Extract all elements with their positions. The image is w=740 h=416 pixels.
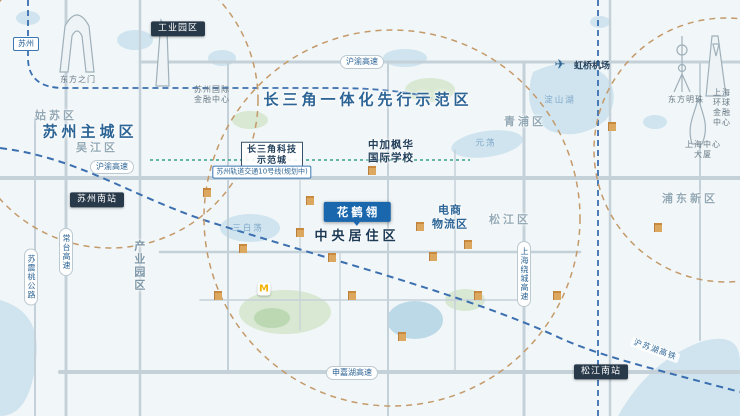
road-suzhentao-hwy-label: 苏震桃公路 [24,248,38,306]
building-marker-icon [296,228,304,237]
building-marker-icon [416,222,424,231]
road-shanghai-ring-expwy-label: 上海绕城高速 [517,241,531,307]
station-songjiang-south-label: 松江南站 [573,364,629,380]
building-marker-icon [368,166,376,175]
poi-oriental-pearl-label: 东方明珠 [668,95,704,104]
station-suzhou-label: 苏州 [13,37,39,51]
district-pudong-label: 浦东新区 [662,192,718,206]
building-marker-icon [203,188,211,197]
poi-suzhou-ifc-label: 苏州国际 金融中心 [194,85,230,104]
building-marker-icon [553,291,561,300]
district-qingpu-label: 青浦区 [504,115,546,129]
poi-school-label: 中加枫华 国际学校 [368,138,414,164]
water-yuandang-label: 元荡 [475,138,497,149]
rail-top [27,0,433,99]
building-marker-icon [654,223,662,232]
title-suzhou-main-city: 苏州主城区 [42,122,138,141]
rail-hu-su-hu-hsr-label: 沪苏湖高铁 [629,336,681,364]
park-shapes [232,78,485,334]
district-industrial-park-vert-label: 产业园区 [132,240,146,292]
road-huyu-expwy-top-label: 沪渝高速 [340,55,384,69]
title-yrd-demo-zone: 长三角一体化先行示范区 [263,90,473,109]
building-marker-icon [608,122,616,131]
oriental-pearl-icon [673,36,691,93]
building-marker-icon [239,244,247,253]
project-subtitle-label: 中央居住区 [314,228,400,244]
building-marker-icon [348,291,356,300]
district-wujiang-label: 吴江区 [76,141,118,155]
building-marker-icon [306,196,314,205]
radius-circles [0,0,740,407]
road-changtai-expwy-label: 常台高速 [59,228,73,276]
poi-ecommerce-logistics-label: 电商 物流区 [432,203,468,230]
road-shenjiahu-expwy-label: 申嘉湖高速 [326,366,378,380]
project-name-label: 花鹤翎 [323,201,391,227]
rail-hu-su-hu-hsr [0,147,740,393]
poi-gate-of-east-label: 东方之门 [60,75,96,84]
building-marker-icon [474,291,482,300]
shanghai-tower-icon [689,97,706,145]
poi-hongqiao-airport-label: 虹桥机场 [573,61,611,72]
water-dianshan-lake-label: 淀山湖 [544,95,576,106]
swfc-icon [705,35,727,97]
water-shapes [0,11,740,416]
building-marker-icon [429,252,437,261]
poi-yrd-tech-city-label: 长三角科技 示范城 [240,141,304,171]
poi-shanghai-tower-label: 上海中心大厦 [685,140,721,159]
station-suzhou-south-label: 苏州南站 [69,192,125,208]
district-songjiang-label: 松江区 [489,213,531,227]
zone-industrial-park-label: 工业园区 [150,21,206,37]
poi-swfc-label: 上海环球 金融中心 [713,88,731,127]
building-marker-icon [398,332,406,341]
rail-line10-label: 苏州轨道交通10号线(规划中) [212,165,312,179]
water-sanbaidang-label: 三白荡 [232,223,264,234]
building-marker-icon [328,253,336,262]
district-gusu-label: 姑苏区 [35,109,77,123]
road-huyu-expwy-left-label: 沪渝高速 [90,160,134,174]
gate-of-east-icon [59,14,95,73]
skyline-icons [59,14,727,145]
mcdonalds-icon: M [257,282,271,296]
airplane-icon: ✈ [554,57,566,73]
building-marker-icon [464,240,472,249]
building-marker-icon [214,291,222,300]
